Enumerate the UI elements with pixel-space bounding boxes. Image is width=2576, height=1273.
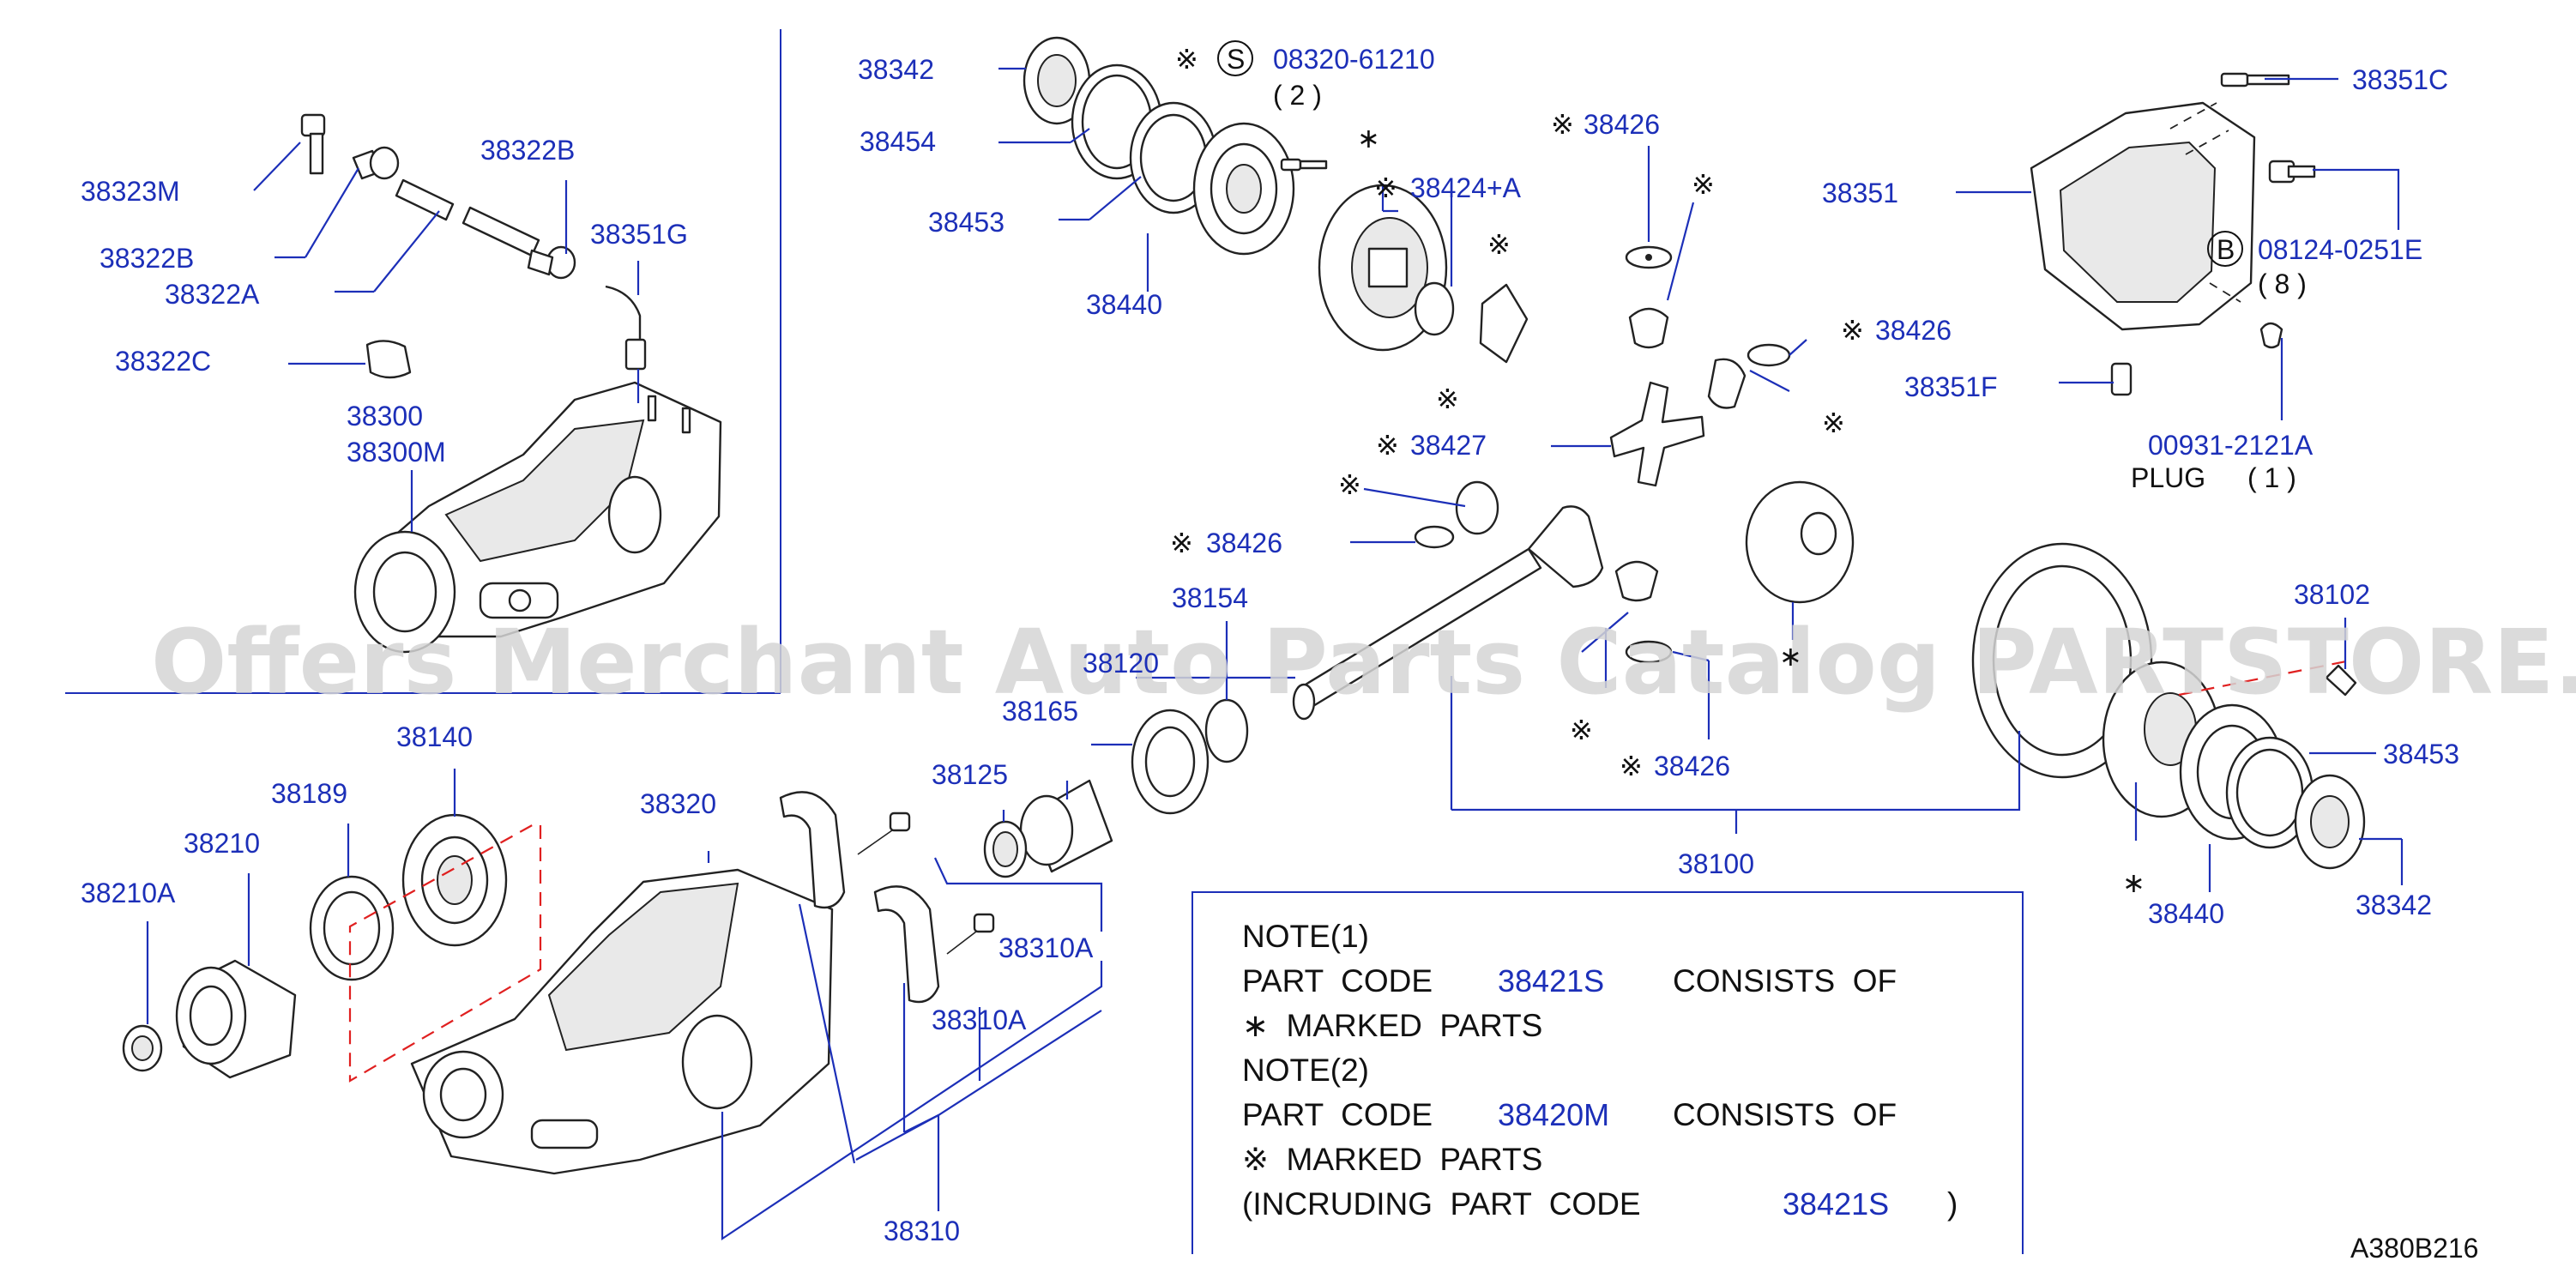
mark-ref-gear: ※ (1487, 229, 1511, 260)
label-38424a: 38424+A (1410, 172, 1522, 203)
label-plug-qty: ( 1 ) (2247, 462, 2296, 493)
label-38165: 38165 (1002, 696, 1078, 727)
label-38322b-b: 38322B (100, 243, 194, 274)
label-38427: 38427 (1410, 430, 1487, 461)
label-38351c: 38351C (2352, 64, 2448, 95)
label-38310a-a: 38310A (998, 932, 1094, 963)
label-38426-d: 38426 (1654, 751, 1730, 781)
note2-line3-code: 38421S (1783, 1186, 1889, 1222)
label-38440-right: 38440 (2148, 898, 2224, 929)
diagram-code: A380B216 (2350, 1233, 2478, 1264)
leader-lines (146, 67, 2404, 1241)
note2-line3-suffix: ) (1947, 1186, 1958, 1222)
label-bolt2-code: 08124-0251E (2258, 234, 2422, 265)
mark-ref-38426-a: ※ (1551, 109, 1574, 140)
label-38210a: 38210A (81, 878, 176, 908)
mark-asterisk-case: ∗ (1357, 123, 1380, 154)
note1-prefix: PART CODE (1242, 963, 1433, 998)
notes-panel: NOTE(1) PART CODE 38421S CONSISTS OF ∗ M… (1242, 919, 1958, 1222)
label-plug-code: 00931-2121A (2148, 430, 2314, 461)
mark-ref-pinion-top: ※ (1692, 169, 1715, 200)
label-38342-right: 38342 (2356, 890, 2432, 920)
mark-ref-38426-d: ※ (1620, 751, 1643, 781)
label-38440-top: 38440 (1086, 289, 1162, 320)
drive-pinion (1292, 505, 1604, 721)
label-38342-top: 38342 (858, 54, 934, 85)
note2-code: 38420M (1498, 1097, 1609, 1132)
note2-line3-prefix: (INCRUDING PART CODE (1242, 1186, 1641, 1222)
mark-ref-washer-low: ※ (1436, 383, 1459, 414)
s-circle-icon (1217, 40, 1253, 76)
label-38210: 38210 (184, 828, 260, 859)
label-38125: 38125 (932, 759, 1008, 790)
note2-line2: ※ MARKED PARTS (1242, 1142, 1542, 1177)
label-38310: 38310 (884, 1216, 960, 1246)
b-circle-letter: B (2217, 234, 2235, 265)
flange-fit-guide (348, 823, 542, 1083)
label-38426-a: 38426 (1584, 109, 1660, 140)
label-38310a-b: 38310A (932, 1005, 1027, 1035)
note1-suffix: CONSISTS OF (1673, 963, 1897, 998)
mark-ref-washer-mid: ※ (1338, 469, 1361, 500)
label-38154: 38154 (1172, 582, 1248, 613)
note2-prefix: PART CODE (1242, 1097, 1433, 1132)
pinion-bearings (983, 698, 1249, 878)
inset-parts (300, 113, 722, 654)
s-circle-letter: S (1227, 44, 1245, 75)
label-38453-top: 38453 (928, 207, 1004, 238)
mark-asterisk-case-right: ∗ (2122, 867, 2145, 898)
label-38322b-a: 38322B (480, 135, 575, 166)
carrier-housing (410, 868, 834, 1175)
note2-suffix: CONSISTS OF (1673, 1097, 1897, 1132)
label-38102: 38102 (2294, 579, 2370, 610)
label-38453-right: 38453 (2383, 739, 2459, 769)
mark-ref-38426-c: ※ (1170, 528, 1193, 558)
note1-line2: ∗ MARKED PARTS (1242, 1008, 1542, 1043)
pinion-gears (1414, 245, 1791, 664)
part-labels: 38323M 38322B 38322B 38322A 38351G 38322… (81, 40, 2478, 1264)
label-38322c: 38322C (115, 346, 211, 377)
label-plug: PLUG (2131, 462, 2205, 493)
label-38454: 38454 (860, 126, 936, 157)
label-bolt-code: 08320-61210 (1273, 44, 1435, 75)
mark-ref-pinion-right: ※ (1822, 407, 1845, 438)
label-38120: 38120 (1083, 648, 1159, 679)
label-38322a: 38322A (165, 279, 260, 310)
side-bearing-parts-left (1023, 36, 1328, 256)
differential-case (1318, 184, 1529, 364)
label-bolt2-qty: ( 8 ) (2258, 268, 2307, 299)
label-38351g: 38351G (590, 219, 688, 250)
label-38100: 38100 (1678, 848, 1754, 879)
mark-ref-38427: ※ (1376, 430, 1399, 461)
mark-ref-38424a: ※ (1374, 172, 1397, 203)
bearing-caps (779, 791, 995, 1004)
companion-flange-parts (122, 813, 508, 1079)
note1-title: NOTE(1) (1242, 919, 1369, 954)
mark-bolt-ref: ※ (1175, 44, 1198, 75)
label-38189: 38189 (271, 778, 347, 809)
rear-cover (2030, 72, 2316, 396)
label-38300: 38300 (347, 401, 423, 431)
label-38426-c: 38426 (1206, 528, 1282, 558)
watermark: Offers Merchant Auto Parts Catalog PARTS… (151, 610, 2576, 715)
mark-asterisk-pinion: ∗ (1779, 641, 1802, 672)
label-38140: 38140 (396, 721, 473, 752)
label-38320: 38320 (640, 788, 716, 819)
label-bolt-qty: ( 2 ) (1273, 80, 1322, 111)
note1-code: 38421S (1498, 963, 1604, 998)
mark-ref-38426-b: ※ (1841, 315, 1864, 346)
side-bearing-parts-right (2102, 659, 2366, 870)
note2-title: NOTE(2) (1242, 1053, 1369, 1088)
mark-ref-gear-low: ※ (1570, 715, 1593, 745)
note-box (1191, 891, 2024, 1254)
b-circle-icon (2207, 231, 2243, 267)
label-38323m: 38323M (81, 176, 180, 207)
label-38426-b: 38426 (1875, 315, 1952, 346)
label-38300m: 38300M (347, 437, 446, 468)
label-38351f: 38351F (1904, 371, 1998, 402)
label-38351: 38351 (1822, 178, 1898, 208)
